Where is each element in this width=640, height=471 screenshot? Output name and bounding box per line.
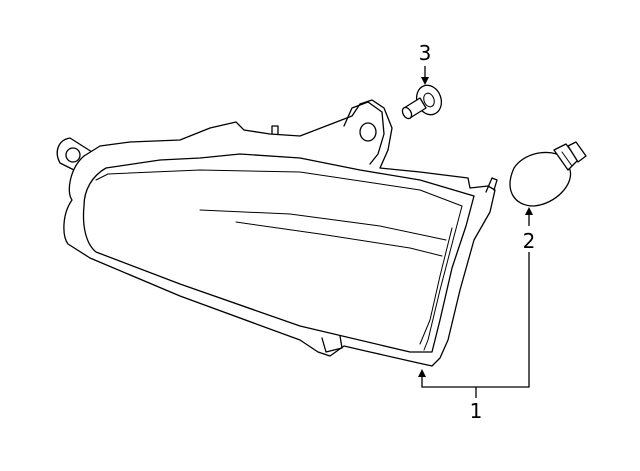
callout-3-label: 3 xyxy=(419,41,432,65)
screw-fastener xyxy=(401,84,443,120)
callout-2-label: 2 xyxy=(523,229,536,253)
lamp-housing xyxy=(56,99,498,367)
bulb xyxy=(509,141,587,207)
callout-1-label: 1 xyxy=(470,399,483,423)
leader-lines xyxy=(418,66,533,398)
